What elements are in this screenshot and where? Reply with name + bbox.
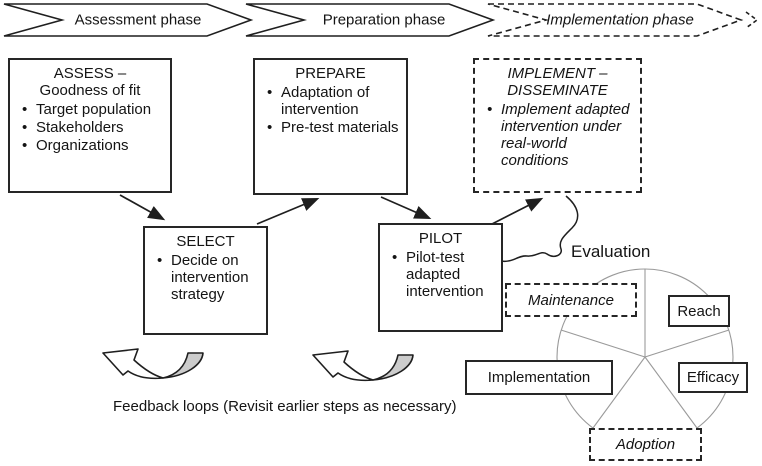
select-box: SELECT Decide on intervention strategy <box>143 226 268 335</box>
bullet-item: Decide on intervention strategy <box>156 252 263 303</box>
select-title: SELECT <box>176 233 235 250</box>
assess-bullet-list: Target population Stakeholders Organizat… <box>13 101 167 154</box>
pilot-box: PILOT Pilot-test adapted intervention <box>378 223 503 332</box>
bullet-item: Stakeholders <box>21 119 167 136</box>
prepare-title: PREPARE <box>295 65 366 82</box>
bullet-item: Adaptation of intervention <box>266 84 403 118</box>
implement-title-line2: DISSEMINATE <box>507 82 608 100</box>
implement-disseminate-box: IMPLEMENT – DISSEMINATE Implement adapte… <box>473 58 642 193</box>
feedback-loop-arrow <box>312 350 414 382</box>
prepare-bullet-list: Adaptation of intervention Pre-test mate… <box>258 84 403 136</box>
bullet-item: Organizations <box>21 137 167 154</box>
feedback-loop-arrow <box>102 348 204 380</box>
implementation-phase-chevron-tip <box>745 11 759 29</box>
implementation-box: Implementation <box>465 360 613 395</box>
preparation-phase-label: Preparation phase <box>322 11 446 29</box>
assess-box: ASSESS – Goodness of fit Target populati… <box>8 58 172 193</box>
select-bullet-list: Decide on intervention strategy <box>148 252 263 303</box>
bullet-item: Pilot-test adapted intervention <box>391 249 498 300</box>
pilot-title: PILOT <box>418 230 463 247</box>
implement-bullet-list: Implement adapted intervention under rea… <box>478 101 637 169</box>
bullet-item: Target population <box>21 101 167 118</box>
implementation-phase-chevron <box>487 3 744 37</box>
maintenance-box: Maintenance <box>505 283 637 317</box>
arrow-select-to-prepare <box>256 198 320 225</box>
bullet-item: Implement adapted intervention under rea… <box>486 101 637 169</box>
evaluation-swash <box>493 195 579 263</box>
bullet-item: Pre-test materials <box>266 119 403 136</box>
assessment-phase-label: Assessment phase <box>74 11 202 29</box>
evaluation-title: Evaluation <box>571 242 651 261</box>
implementation-phase-label: Implementation phase <box>546 11 694 29</box>
adoption-box: Adoption <box>589 428 702 461</box>
preparation-phase-chevron <box>245 3 496 37</box>
efficacy-box: Efficacy <box>678 362 748 393</box>
arrow-prepare-to-pilot <box>380 196 432 220</box>
pilot-bullet-list: Pilot-test adapted intervention <box>383 249 498 300</box>
arrow-assess-to-select <box>119 194 166 221</box>
prepare-box: PREPARE Adaptation of intervention Pre-t… <box>253 58 408 195</box>
assess-title-line2: Goodness of fit <box>39 82 141 100</box>
assessment-phase-chevron <box>3 3 254 37</box>
arrow-pilot-to-implement <box>491 197 544 225</box>
evaluation-wheel-spokes <box>560 269 730 429</box>
reach-box: Reach <box>668 295 730 327</box>
flow-arrows <box>119 194 544 225</box>
feedback-caption: Feedback loops (Revisit earlier steps as… <box>113 398 457 415</box>
implement-title-line1: IMPLEMENT – <box>507 65 608 82</box>
assess-title-line1: ASSESS – <box>53 65 127 82</box>
